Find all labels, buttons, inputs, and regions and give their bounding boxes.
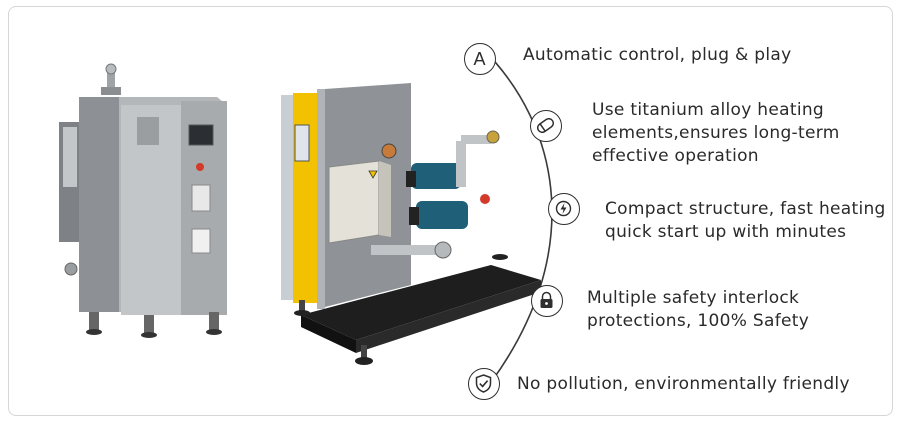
padlock-icon	[540, 291, 553, 308]
product-banner: A Automatic control, plug & play Use tit…	[8, 6, 893, 416]
feature-line: quick start up with minutes	[605, 222, 847, 242]
banner-stage: A Automatic control, plug & play Use tit…	[9, 7, 892, 415]
feature-line: Compact structure, fast heating	[605, 199, 886, 219]
feature-4-badge	[531, 285, 563, 317]
feature-3-text: Compact structure, fast heating quick st…	[605, 198, 886, 244]
feature-1-text: Automatic control, plug & play	[523, 44, 791, 67]
badge-letter: A	[473, 49, 485, 69]
letter-a-icon: A	[473, 49, 485, 69]
feature-5-badge	[468, 368, 500, 400]
feature-line: elements,ensures long-term	[592, 123, 840, 143]
feature-2-text: Use titanium alloy heating elements,ensu…	[592, 99, 840, 168]
steam-generator-stainless	[59, 63, 227, 338]
heating-element-icon	[536, 117, 555, 134]
feature-1-badge: A	[464, 43, 496, 75]
feature-4-text: Multiple safety interlock protections, 1…	[587, 287, 809, 333]
feature-2-badge	[530, 110, 562, 142]
feature-line: Use titanium alloy heating	[592, 100, 825, 120]
shield-check-icon	[475, 374, 492, 393]
feature-line: effective operation	[592, 146, 759, 166]
steam-generator-skid	[281, 83, 541, 365]
lightning-bolt-icon	[555, 200, 572, 217]
feature-line: Multiple safety interlock	[587, 288, 800, 308]
feature-line: protections, 100% Safety	[587, 311, 810, 331]
feature-5-text: No pollution, environmentally friendly	[517, 373, 850, 396]
feature-line: Automatic control, plug & play	[523, 45, 792, 65]
feature-line: No pollution, environmentally friendly	[517, 374, 850, 394]
feature-3-badge	[548, 193, 580, 225]
